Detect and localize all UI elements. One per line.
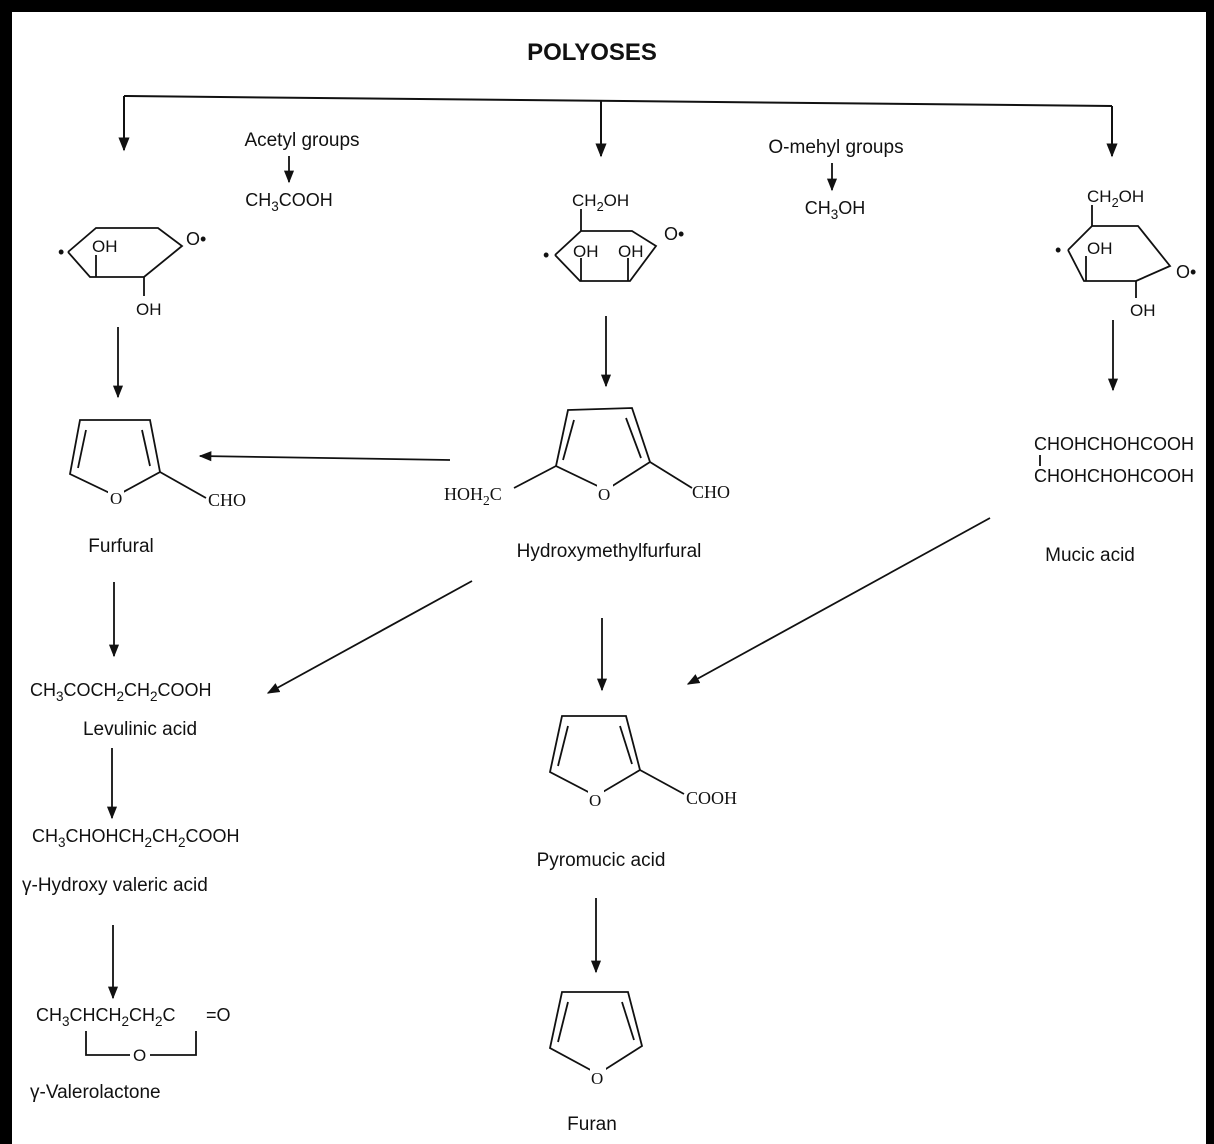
valerolactone-name: γ-Valerolactone (30, 1082, 161, 1103)
left-unit-oh-bottom: OH (136, 300, 162, 319)
hydroxy-valeric-formula: CH3CHOHCH2CH2COOH (32, 826, 240, 850)
mucic-acid-name: Mucic acid (1045, 545, 1135, 566)
left-unit-oh-top: OH (92, 237, 118, 256)
arrow-mucic-to-pyromucic (686, 517, 991, 685)
methanol-formula: CH3OH (805, 198, 866, 222)
hydroxy-valeric-name: γ-Hydroxy valeric acid (22, 875, 208, 896)
pentose-unit-left: • OH OH O• (58, 227, 206, 319)
pyromucic-ring-oxygen: O (589, 791, 601, 810)
valerolactone-carbonyl: =O (206, 1005, 231, 1025)
middle-unit-o-radical: O• (664, 224, 684, 244)
middle-unit-oh-right: OH (618, 242, 644, 261)
right-unit-oh-bottom: OH (1130, 301, 1156, 320)
levulinic-acid-name: Levulinic acid (83, 719, 197, 740)
right-unit-o-radical: O• (1176, 262, 1196, 282)
pyromucic-acid-structure: O COOH (548, 715, 737, 810)
omethyl-groups-label: O-mehyl groups (768, 137, 903, 158)
right-unit-oh-top: OH (1087, 239, 1113, 258)
mucic-acid-line2: CHOHCHOHCOOH (1034, 466, 1194, 486)
hexose-unit-middle: CH2OH • OH OH O• (543, 191, 684, 282)
valerolactone-structure: CH3CHCH2CH2C =O O (36, 1005, 231, 1065)
furfural-cho: CHO (208, 490, 246, 510)
left-unit-dot: • (58, 242, 64, 262)
pyromucic-acid-name: Pyromucic acid (537, 850, 666, 871)
hmf-ring-oxygen: O (598, 485, 610, 504)
diagram-title: POLYOSES (527, 39, 657, 66)
acetyl-groups: Acetyl groups CH3COOH (244, 130, 359, 214)
furan-ring-oxygen: O (591, 1069, 603, 1088)
right-unit-dot: • (1055, 240, 1061, 260)
valerolactone-formula: CH3CHCH2CH2C (36, 1005, 176, 1029)
hexose-unit-right: CH2OH • OH OH O• (1055, 187, 1196, 320)
furfural-name: Furfural (88, 536, 153, 557)
top-branch-connector (118, 95, 1118, 158)
hmf-name: Hydroxymethylfurfural (517, 541, 702, 562)
right-unit-ch2oh: CH2OH (1087, 187, 1144, 210)
acetic-acid-formula: CH3COOH (245, 190, 333, 214)
middle-unit-ch2oh: CH2OH (572, 191, 629, 214)
pyromucic-cooh: COOH (686, 788, 737, 808)
valerolactone-ring-oxygen: O (133, 1046, 146, 1065)
middle-unit-dot: • (543, 245, 549, 265)
arrow-hmf-to-levulinic (266, 580, 473, 694)
left-unit-o-radical: O• (186, 229, 206, 249)
mucic-acid-structure: CHOHCHOHCOOH CHOHCHOHCOOH (1034, 434, 1194, 486)
furfural-ring-oxygen: O (110, 489, 122, 508)
furan-name: Furan (567, 1114, 617, 1135)
hmf-structure: O HOH2C CHO (444, 407, 730, 508)
omethyl-groups: O-mehyl groups CH3OH (768, 137, 903, 222)
arrow-hmf-to-furfural (198, 451, 451, 462)
hmf-left-group: HOH2C (444, 484, 502, 508)
furan-structure: O (548, 991, 644, 1088)
furfural-structure: O CHO (68, 419, 246, 510)
hmf-right-group: CHO (692, 482, 730, 502)
mucic-acid-line1: CHOHCHOHCOOH (1034, 434, 1194, 454)
levulinic-acid-formula: CH3COCH2CH2COOH (30, 680, 212, 704)
middle-unit-oh-left: OH (573, 242, 599, 261)
acetyl-groups-label: Acetyl groups (244, 130, 359, 151)
